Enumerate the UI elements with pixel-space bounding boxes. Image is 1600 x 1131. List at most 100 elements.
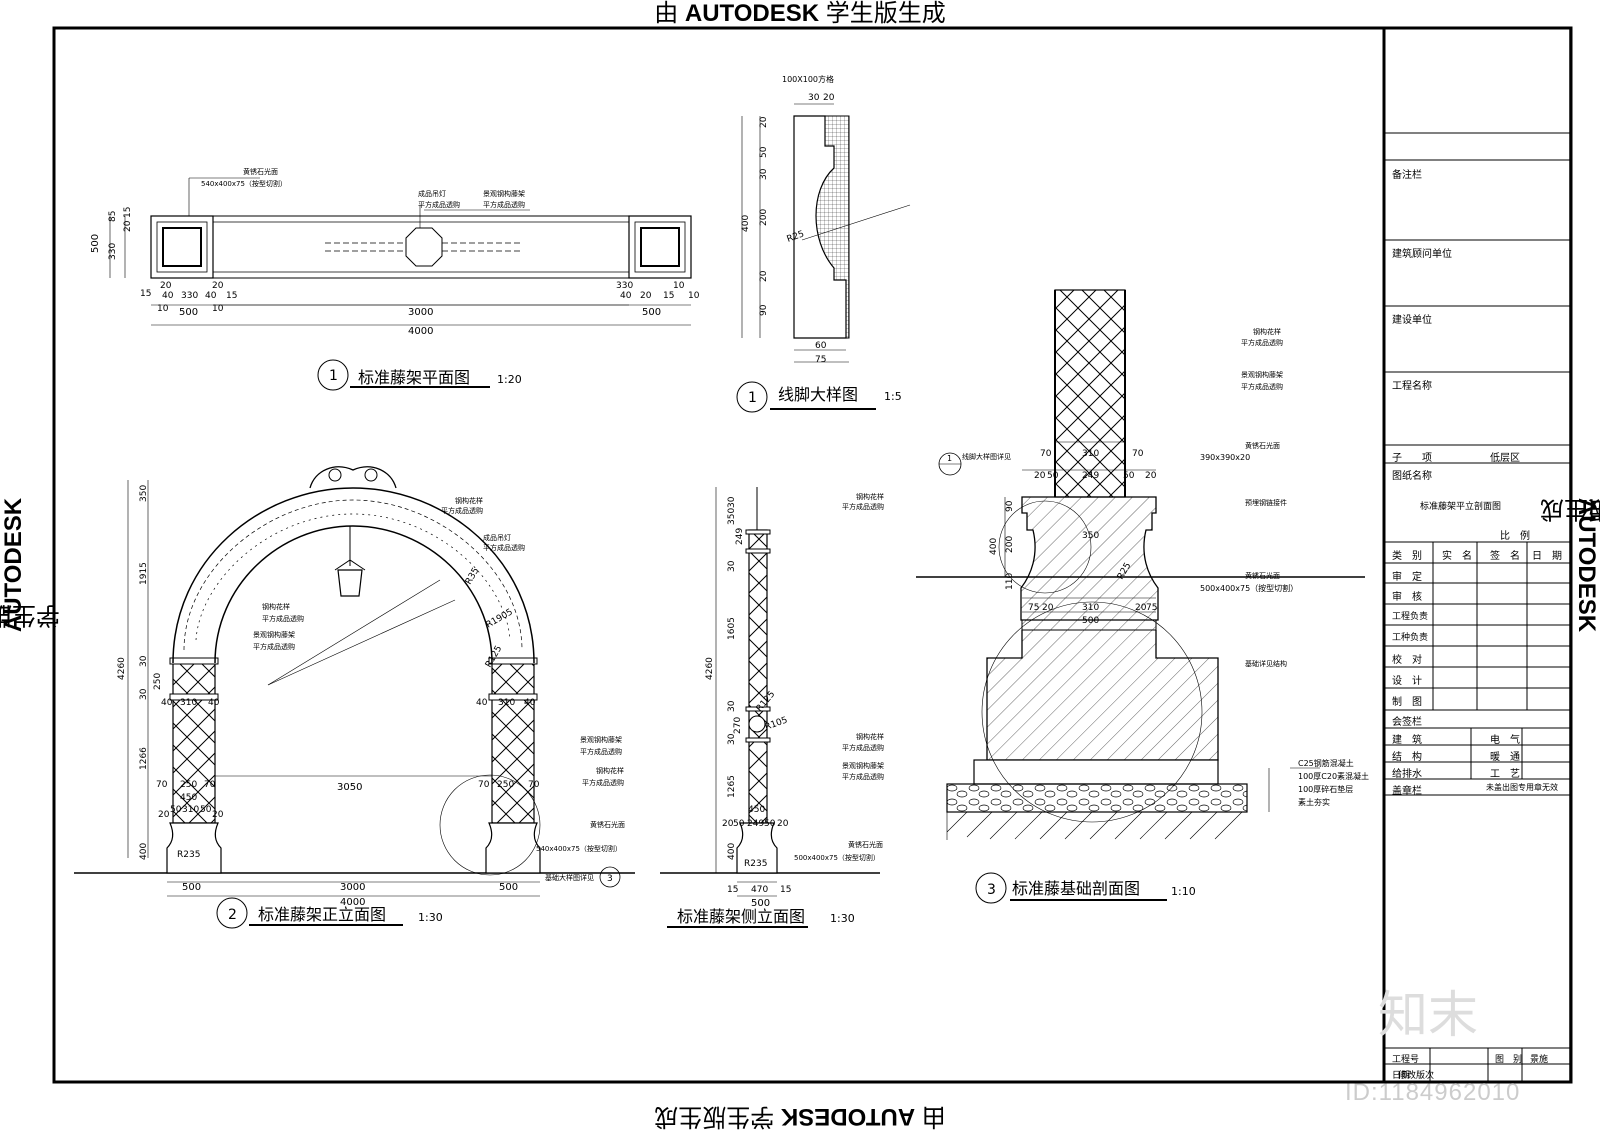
tb-drawing-name-value: 标准藤架平立剖面图 [1420,502,1502,512]
svg-text:75: 75 [1146,603,1157,613]
svg-text:310: 310 [1082,603,1099,613]
tb-stamp-label: 盖章栏 [1392,786,1422,797]
front-title: 标准藤架正立面图 [258,905,386,924]
side-elevation [660,487,880,928]
tb-consultant: 建筑顾问单位 [1392,249,1452,260]
banner-top: 由 AUTODESK 学生版生成 [0,0,1600,28]
svg-text:基础大样图详见: 基础大样图详见 [545,873,594,882]
tb-version: 修改版次 [1398,1071,1435,1081]
svg-text:成品吊灯: 成品吊灯 [483,533,511,542]
svg-text:钢构花样: 钢构花样 [856,492,884,501]
svg-text:黄锈石光面: 黄锈石光面 [590,820,625,829]
svg-text:60: 60 [815,341,827,351]
tb-role: 校 对 [1392,655,1422,666]
section-labels: 钢构花样 平方成品透购 景观钢构藤架 平方成品透购 黄锈石光面 390x390x… [947,327,1369,807]
svg-text:310: 310 [180,698,197,708]
svg-text:40: 40 [524,698,536,708]
plan-title: 标准藤架平面图 [358,368,470,387]
svg-text:70: 70 [1132,449,1144,459]
svg-text:1265: 1265 [727,775,737,798]
svg-text:R235: R235 [744,859,767,869]
tb-drawing-name-label: 图纸名称 [1392,471,1432,482]
tb-drawing-type: 图 别 [1495,1055,1523,1065]
svg-text:40: 40 [205,291,217,301]
svg-text:40: 40 [161,698,173,708]
svg-text:黄锈石光面: 黄锈石光面 [1245,441,1280,450]
svg-text:平方成品透购: 平方成品透购 [262,614,304,623]
svg-text:50: 50 [733,819,745,829]
svg-text:3000: 3000 [340,882,365,893]
svg-text:40: 40 [208,698,220,708]
tb-drawing-type-value: 景施 [1530,1055,1549,1065]
svg-text:20: 20 [158,810,170,820]
svg-text:黄锈石光面: 黄锈石光面 [848,840,883,849]
svg-text:平方成品透购: 平方成品透购 [1241,382,1283,391]
svg-text:20: 20 [1145,471,1157,481]
section-scale: 1:10 [1171,885,1196,898]
svg-text:钢构花样: 钢构花样 [856,732,884,741]
svg-text:钢构花样: 钢构花样 [455,496,483,505]
svg-text:10: 10 [673,281,685,291]
plan-labels: 黄锈石光面 540x400x75（按型切割） 成品吊灯 平方成品透购 景观钢构藤… [201,167,525,209]
tb-scale-label: 比 例 [1500,531,1530,542]
svg-text:500: 500 [90,234,101,253]
svg-text:500: 500 [1082,616,1099,626]
svg-text:20: 20 [212,281,224,291]
svg-text:成品吊灯: 成品吊灯 [418,189,446,198]
svg-text:C25钢筋混凝土: C25钢筋混凝土 [1298,758,1354,768]
svg-text:10: 10 [688,291,700,301]
foot-top-label: 100X100方格 [782,74,834,84]
svg-text:平方成品透购: 平方成品透购 [483,200,525,209]
svg-text:钢构花样: 钢构花样 [262,602,290,611]
svg-text:3050: 3050 [337,782,362,793]
svg-text:50: 50 [759,146,769,158]
svg-text:250: 250 [497,780,514,790]
svg-text:310: 310 [498,698,515,708]
svg-text:500: 500 [179,307,198,318]
svg-text:20: 20 [123,220,133,232]
svg-text:20: 20 [759,116,769,128]
svg-text:249: 249 [735,528,745,545]
svg-text:100厚C20素混凝土: 100厚C20素混凝土 [1298,771,1369,781]
foot-number: 1 [748,390,757,406]
svg-text:平方成品透购: 平方成品透购 [1241,338,1283,347]
svg-text:50: 50 [200,805,212,815]
svg-text:390x390x20: 390x390x20 [1200,453,1250,462]
svg-text:景观钢构藤架: 景观钢构藤架 [483,189,525,198]
tb-project-no: 工程号 [1392,1055,1420,1065]
svg-text:平方成品透购: 平方成品透购 [842,772,884,781]
svg-text:10: 10 [212,304,224,314]
svg-text:平方成品透购: 平方成品透购 [842,743,884,752]
svg-text:景观钢构藤架: 景观钢构藤架 [842,761,884,770]
svg-text:15: 15 [226,291,237,301]
svg-text:3000: 3000 [408,307,433,318]
svg-text:1266: 1266 [139,747,149,770]
svg-text:30: 30 [139,655,149,667]
front-scale: 1:30 [418,911,443,924]
svg-text:70: 70 [528,780,540,790]
svg-text:平方成品透购: 平方成品透购 [441,506,483,515]
side-labels: 钢构花样 平方成品透购 钢构花样 平方成品透购 景观钢构藤架 平方成品透购 黄锈… [794,492,884,862]
svg-text:500: 500 [642,307,661,318]
svg-text:500: 500 [182,882,201,893]
banner-brand: AUTODESK [684,0,820,27]
svg-text:3: 3 [607,874,613,884]
svg-text:540x400x75（按型切割）: 540x400x75（按型切割） [536,844,622,853]
svg-text:4260: 4260 [117,657,127,680]
watermark-id: ID:1184962010 [1345,1079,1521,1106]
svg-text:20: 20 [777,819,789,829]
front-elevation [74,466,635,929]
svg-text:310: 310 [182,805,199,815]
svg-text:200: 200 [759,209,769,226]
svg-text:1605: 1605 [727,617,737,640]
svg-text:钢构花样: 钢构花样 [596,766,624,775]
svg-text:270: 270 [733,717,743,734]
svg-text:10: 10 [157,304,169,314]
svg-text:R235: R235 [177,850,200,860]
svg-text:30: 30 [727,560,737,572]
svg-text:15: 15 [123,207,133,218]
plan-dims: 15 20 40 330 40 20 15 10 10 330 40 20 15… [90,207,700,337]
plan-scale: 1:20 [497,373,522,386]
svg-text:450: 450 [748,805,765,815]
